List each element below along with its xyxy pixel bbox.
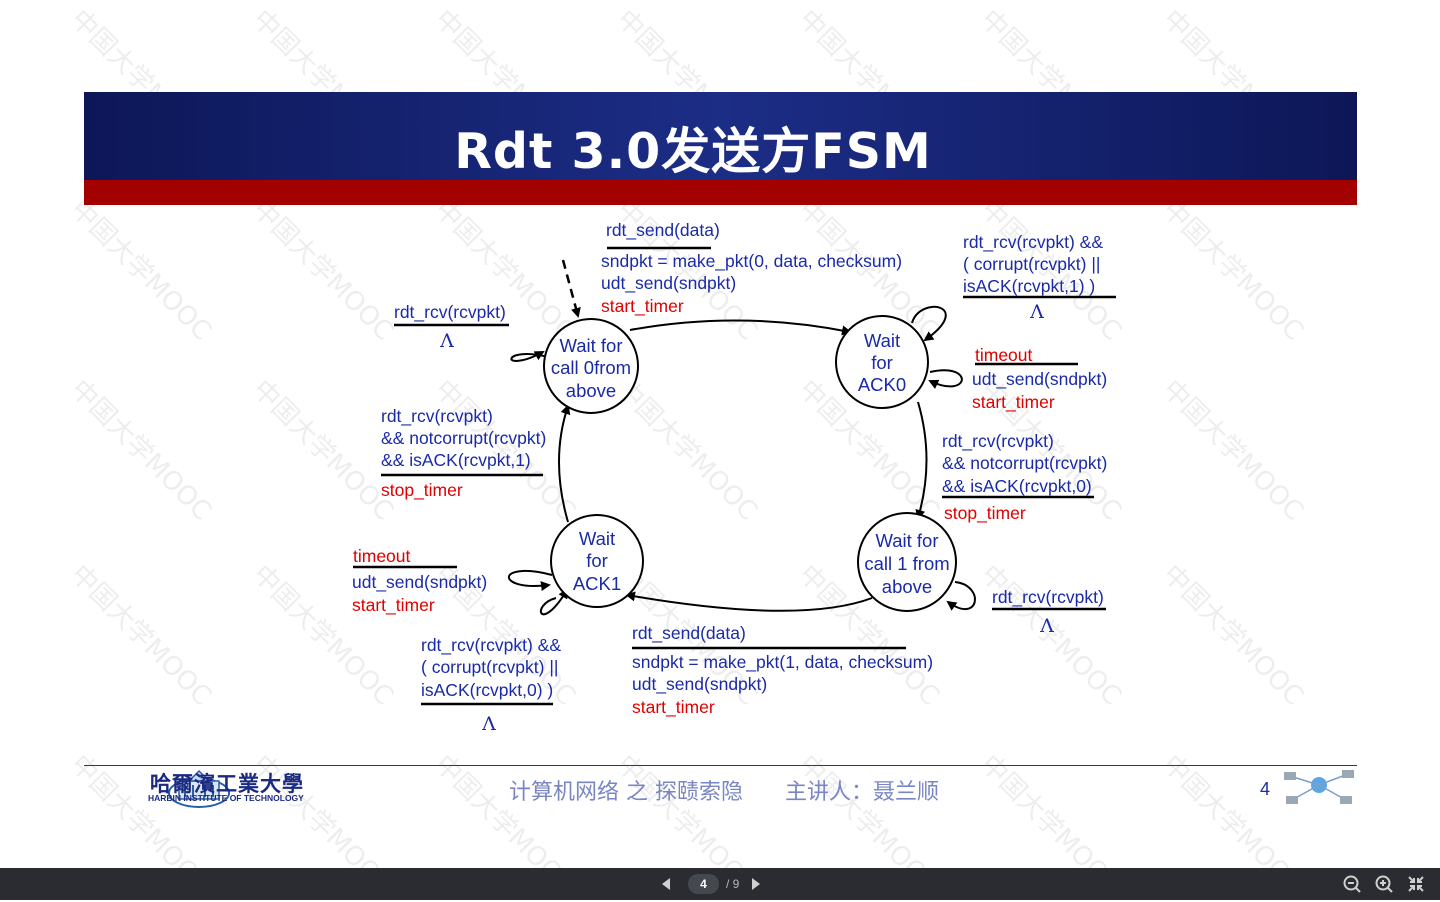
- transition-call1-self: rdt_rcv(rcvpkt) Λ: [992, 587, 1106, 637]
- transition-call0-to-ack0: rdt_send(data) sndpkt = make_pkt(0, data…: [601, 220, 902, 317]
- zoom-out-icon[interactable]: [1341, 872, 1363, 896]
- fsm-diagram: Wait for call 0from above Wait for ACK0 …: [352, 220, 1116, 735]
- edge-call1-to-ack1: [625, 591, 873, 612]
- state-label: for: [871, 352, 893, 373]
- transition-event: rdt_send(data): [632, 623, 746, 644]
- initial-state-arrow: [561, 259, 581, 318]
- slide-title: Rdt 3.0发送方FSM: [454, 123, 932, 180]
- transition-action: udt_send(sndpkt): [601, 273, 736, 294]
- total-pages-label: / 9: [726, 877, 740, 891]
- footer-divider: [84, 765, 1357, 766]
- transition-timer: stop_timer: [944, 503, 1026, 524]
- state-label: above: [566, 380, 616, 401]
- transition-call1-to-ack1: rdt_send(data) sndpkt = make_pkt(1, data…: [632, 623, 933, 718]
- transition-event: rdt_rcv(rcvpkt): [942, 431, 1054, 452]
- state-label: Wait for: [875, 530, 938, 551]
- transition-event: rdt_rcv(rcvpkt): [381, 406, 493, 427]
- state-label: call 1 from: [864, 553, 949, 574]
- university-logo-icon: [168, 769, 230, 808]
- transition-ack1-to-call0: rdt_rcv(rcvpkt) && notcorrupt(rcvpkt) &&…: [381, 406, 546, 501]
- transition-event: timeout: [353, 546, 411, 566]
- edge-ack0-to-call1: [915, 401, 928, 520]
- lambda-action: Λ: [439, 330, 454, 352]
- transition-event: rdt_rcv(rcvpkt): [992, 587, 1104, 608]
- next-page-icon[interactable]: [748, 872, 764, 896]
- university-name-en: HARBIN INSTITUTE OF TECHNOLOGY: [148, 793, 304, 803]
- selfloop-ack0-corrupt: [911, 305, 947, 342]
- selfloop-ack1-timeout: [508, 570, 553, 591]
- transition-action: udt_send(sndpkt): [972, 369, 1107, 390]
- transition-action: sndpkt = make_pkt(1, data, checksum): [632, 652, 933, 673]
- network-graphic-icon: [1284, 770, 1354, 804]
- state-label: for: [586, 550, 608, 571]
- transition-event: isACK(rcvpkt,0) ): [421, 680, 553, 700]
- footer-course-text: 计算机网络 之 探赜索隐 主讲人：聂兰顺: [509, 774, 939, 806]
- transition-ack1-self-corrupt: rdt_rcv(rcvpkt) && ( corrupt(rcvpkt) || …: [421, 635, 561, 735]
- edge-call0-to-ack0: [629, 319, 852, 336]
- previous-page-icon[interactable]: [658, 872, 674, 896]
- transition-timer: start_timer: [601, 296, 684, 317]
- state-label: above: [882, 576, 932, 597]
- transition-action: udt_send(sndpkt): [352, 572, 487, 593]
- transition-event: && notcorrupt(rcvpkt): [381, 428, 546, 448]
- selfloop-call0: [510, 351, 549, 362]
- lambda-action: Λ: [1039, 615, 1054, 637]
- lecturer-name: 主讲人：聂兰顺: [784, 780, 939, 805]
- transition-ack1-timeout: timeout udt_send(sndpkt) start_timer: [352, 546, 487, 616]
- state-wait-ack1: Wait for ACK1: [550, 514, 644, 608]
- transition-action: sndpkt = make_pkt(0, data, checksum): [601, 251, 902, 272]
- state-label: Wait: [579, 528, 615, 549]
- viewer-toolbar: [0, 868, 1440, 900]
- transition-event: rdt_send(data): [606, 220, 720, 241]
- transition-timer: start_timer: [972, 392, 1055, 413]
- transition-ack0-self-corrupt: rdt_rcv(rcvpkt) && ( corrupt(rcvpkt) || …: [963, 232, 1116, 323]
- transition-timer: stop_timer: [381, 480, 463, 501]
- state-wait-ack0: Wait for ACK0: [835, 315, 929, 409]
- course-title: 计算机网络 之 探赜索隐: [509, 780, 743, 805]
- transition-timer: start_timer: [632, 697, 715, 718]
- state-wait-call1: Wait for call 1 from above: [857, 512, 957, 612]
- transition-event: rdt_rcv(rcvpkt): [394, 302, 506, 323]
- slide-header-bar: [84, 92, 1357, 180]
- state-label: ACK0: [858, 374, 906, 395]
- selfloop-ack0-timeout: [928, 369, 963, 389]
- transition-event: && isACK(rcvpkt,0): [942, 476, 1092, 496]
- zoom-in-icon[interactable]: [1373, 872, 1395, 896]
- transition-event: ( corrupt(rcvpkt) ||: [421, 657, 558, 677]
- transition-event: && notcorrupt(rcvpkt): [942, 453, 1107, 473]
- slide-page-number: 4: [1260, 779, 1271, 799]
- lambda-action: Λ: [1029, 301, 1044, 323]
- university-name-cn: 哈爾濱工業大學: [150, 771, 304, 796]
- transition-call0-self: rdt_rcv(rcvpkt) Λ: [394, 302, 509, 352]
- state-label: ACK1: [573, 573, 621, 594]
- state-label: Wait: [864, 330, 900, 351]
- transition-timer: start_timer: [352, 595, 435, 616]
- current-page-input[interactable]: 4: [688, 874, 719, 894]
- transition-ack0-timeout: timeout udt_send(sndpkt) start_timer: [972, 345, 1107, 413]
- state-label: Wait for: [559, 335, 622, 356]
- selfloop-ack1-corrupt: [540, 588, 569, 616]
- edge-ack1-to-call0: [558, 404, 571, 523]
- selfloop-call1: [946, 581, 976, 611]
- transition-ack0-to-call1: rdt_rcv(rcvpkt) && notcorrupt(rcvpkt) &&…: [942, 431, 1107, 524]
- transition-event: rdt_rcv(rcvpkt) &&: [963, 232, 1103, 253]
- transition-event: isACK(rcvpkt,1) ): [963, 276, 1095, 296]
- state-wait-call0: Wait for call 0from above: [543, 318, 639, 414]
- transition-event: && isACK(rcvpkt,1): [381, 450, 531, 470]
- fullscreen-exit-icon[interactable]: [1405, 872, 1427, 896]
- transition-action: udt_send(sndpkt): [632, 674, 767, 695]
- slide-header-red-bar: [84, 180, 1357, 205]
- lambda-action: Λ: [481, 713, 496, 735]
- transition-event: ( corrupt(rcvpkt) ||: [963, 254, 1100, 274]
- state-label: call 0from: [551, 357, 631, 378]
- transition-event: timeout: [975, 345, 1033, 365]
- transition-event: rdt_rcv(rcvpkt) &&: [421, 635, 561, 656]
